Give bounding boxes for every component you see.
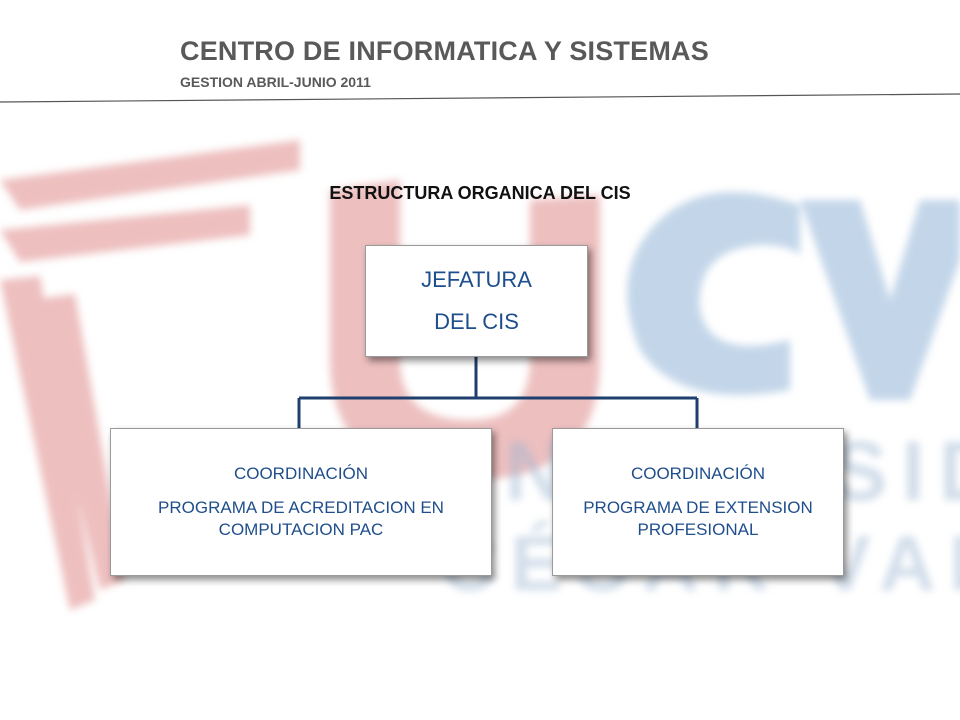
org-node-pac-line2: PROGRAMA DE ACREDITACION EN COMPUTACION … (158, 497, 444, 540)
org-node-coordinacion-extension: COORDINACIÓN PROGRAMA DE EXTENSION PROFE… (552, 428, 844, 576)
org-node-jefatura-line1: JEFATURA (421, 267, 532, 292)
diagram-title: ESTRUCTURA ORGANICA DEL CIS (329, 183, 631, 203)
org-node-coordinacion-pac: COORDINACIÓN PROGRAMA DE ACREDITACION EN… (110, 428, 492, 576)
org-node-extension-line1: COORDINACIÓN (630, 463, 766, 483)
org-node-jefatura: JEFATURA DEL CIS (365, 245, 588, 357)
org-node-extension-line2: PROGRAMA DE EXTENSION PROFESIONAL (583, 497, 813, 540)
org-node-pac-line1: COORDINACIÓN (233, 463, 369, 483)
header-divider (0, 93, 960, 103)
org-node-jefatura-line2: DEL CIS (434, 309, 519, 334)
page-header-title: CENTRO DE INFORMATICA Y SISTEMAS (180, 36, 709, 66)
page-header-subtitle: GESTION ABRIL-JUNIO 2011 (180, 74, 371, 90)
